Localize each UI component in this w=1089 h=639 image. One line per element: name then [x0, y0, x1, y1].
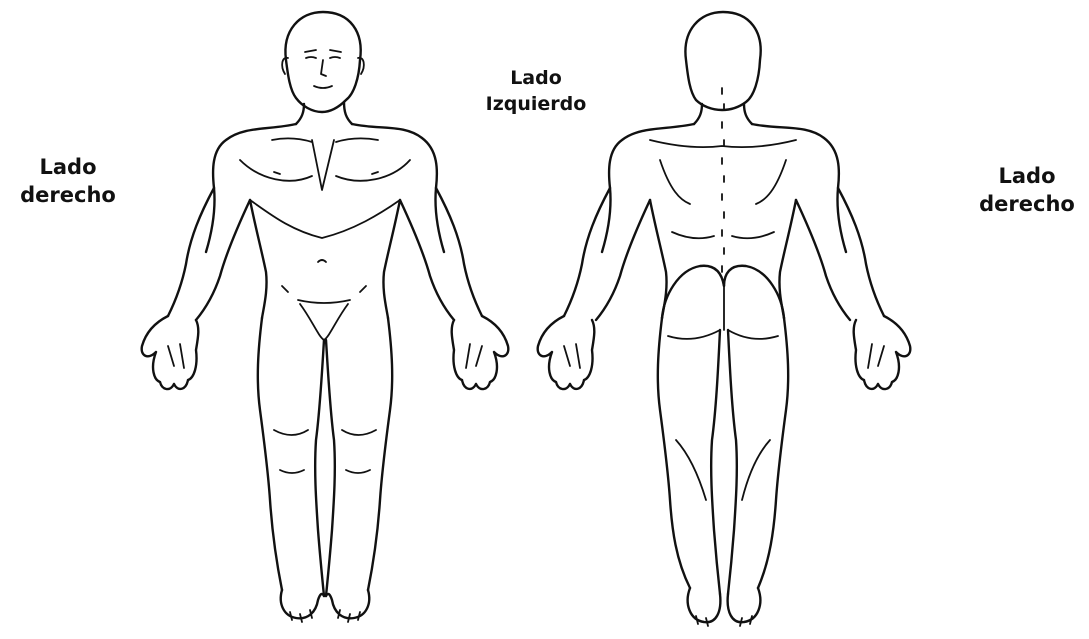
- back-figure-outline: [538, 12, 911, 626]
